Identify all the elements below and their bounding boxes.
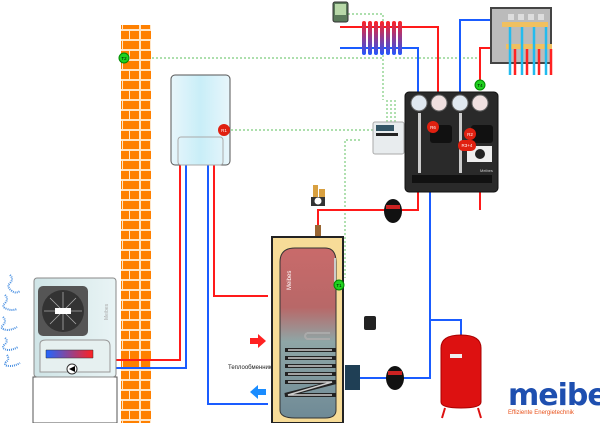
heat-exchanger-label: Теплообменник xyxy=(228,365,272,371)
controller xyxy=(372,121,405,155)
svg-text:R6: R6 xyxy=(430,125,436,130)
radiator xyxy=(362,21,402,55)
svg-text:T1: T1 xyxy=(336,283,342,288)
circulation-pump-lower xyxy=(386,366,404,390)
heat-pump-outdoor-unit: Meibes xyxy=(32,277,118,423)
brand-tagline: Effiziente Energietechnik xyxy=(508,410,574,416)
indoor-unit xyxy=(170,74,231,166)
flow-out-arrow-icon xyxy=(250,385,266,399)
svg-text:T4: T4 xyxy=(477,83,483,88)
brand-logo: meibes Effiziente Energietechnik xyxy=(508,378,600,417)
safety-group xyxy=(311,185,325,237)
svg-text:R1: R1 xyxy=(221,128,227,133)
underfloor-manifold xyxy=(490,7,553,75)
relay-r1: R1 xyxy=(218,124,230,136)
room-thermostat xyxy=(332,1,349,23)
sensor-t1: T1 xyxy=(333,279,345,291)
svg-text:T2: T2 xyxy=(121,56,127,61)
flow-in-arrow-icon xyxy=(250,334,266,348)
pump-station: Meibes xyxy=(404,91,499,193)
brick-wall xyxy=(121,25,151,423)
brand-logo-text: meibes xyxy=(508,378,600,413)
tank-brand: Meibes xyxy=(287,271,293,290)
hot-water-tank: Meibes xyxy=(271,236,376,423)
circulation-pump-upper xyxy=(384,199,402,223)
expansion-vessel xyxy=(440,334,482,419)
sensor-t4: T4 xyxy=(474,79,486,91)
svg-text:R2: R2 xyxy=(467,132,473,137)
station-brand: Meibes xyxy=(480,168,493,173)
relay-r6: R6 xyxy=(427,121,439,133)
sensor-t2: T2 xyxy=(118,52,130,64)
svg-text:R3+4: R3+4 xyxy=(462,143,473,148)
airflow-icon xyxy=(0,274,21,368)
relay-r2: R2 xyxy=(464,128,476,140)
relay-r34: R3+4 xyxy=(458,140,476,151)
heat-pump-brand: Meibes xyxy=(104,303,110,320)
